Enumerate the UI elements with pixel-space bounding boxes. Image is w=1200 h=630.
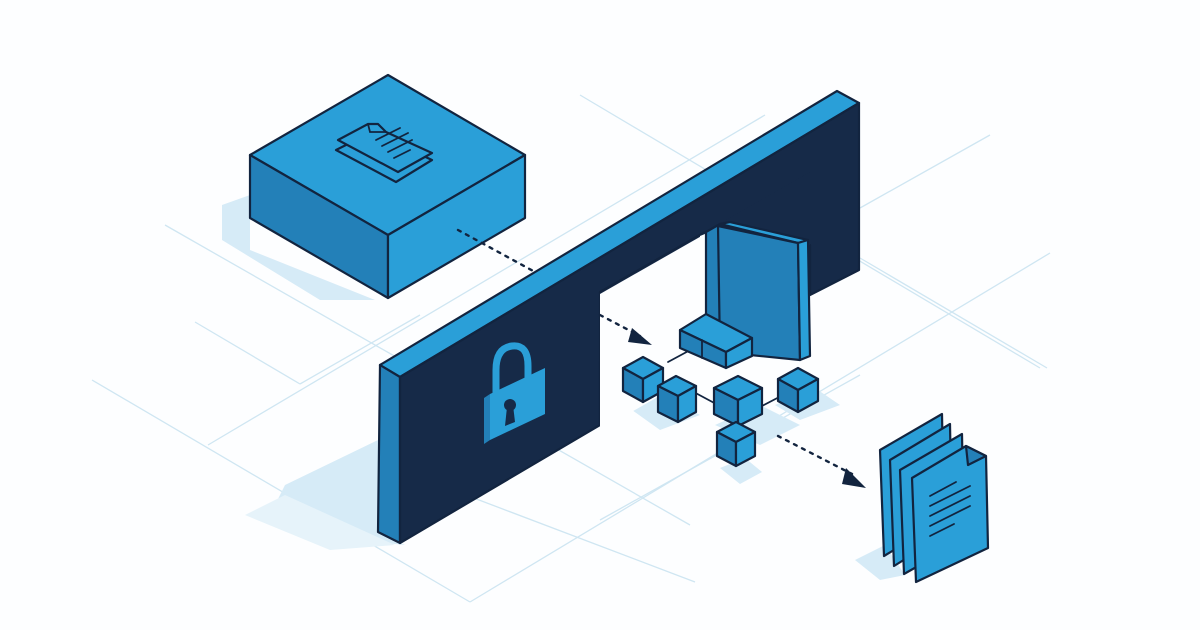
- cube-2: [656, 374, 698, 424]
- arrowhead-icon: [628, 328, 652, 345]
- cube-4: [776, 366, 820, 414]
- cube-3: [712, 374, 764, 428]
- flow-arrow-3: [776, 434, 854, 476]
- cube-1: [621, 355, 665, 404]
- source-data-box: [248, 73, 527, 300]
- padlock-icon: [484, 342, 545, 444]
- document-stack-icon: [334, 122, 434, 184]
- flow-arrow-1: [456, 228, 537, 274]
- cube-5: [715, 420, 757, 468]
- output-documents-stack: [878, 412, 990, 584]
- cube-network: [621, 312, 820, 468]
- cube-large: [678, 312, 754, 370]
- arrowhead-icon: [842, 468, 866, 488]
- text-lines-icon: [929, 481, 971, 537]
